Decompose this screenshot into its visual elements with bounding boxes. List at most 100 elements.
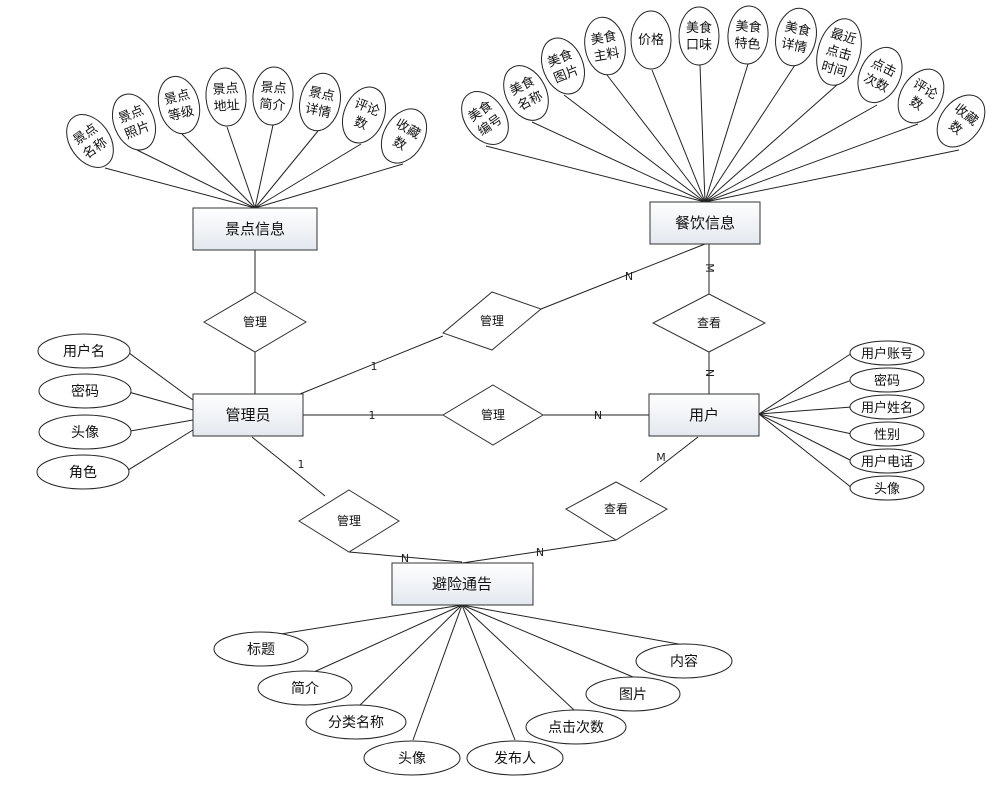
svg-text:美食: 美食 [735,18,762,36]
attr-user-phone: 用户电话 [849,448,925,474]
attr-notice-clicks: 点击次数 [525,709,627,745]
card-admin-user-1: 1 [369,409,376,422]
card-admin-notice-1: 1 [298,458,305,471]
attr-admin-role: 角色 [36,454,130,490]
svg-text:景点: 景点 [307,85,336,105]
svg-text:详情: 详情 [780,36,809,56]
svg-text:用户账号: 用户账号 [861,346,913,362]
attr-user-account: 用户账号 [849,340,925,366]
svg-text:标题: 标题 [247,642,275,658]
entity-user-label: 用户 [689,406,719,424]
svg-text:简介: 简介 [259,96,286,114]
attr-food-clicks: 点击 次数 [857,46,903,104]
svg-text:美食: 美食 [783,19,812,40]
entity-notice: 避险通告 [391,562,534,606]
svg-text:数: 数 [390,134,409,153]
card-admin-food-n: N [625,270,633,283]
svg-text:地址: 地址 [213,98,240,115]
svg-text:密码: 密码 [874,373,900,389]
attr-food-name: 美食 名称 [503,65,549,121]
entity-scenic: 景点信息 [192,207,318,251]
svg-text:图片: 图片 [619,687,647,703]
relation-admin-user-label: 管理 [481,407,505,422]
svg-text:简介: 简介 [291,680,319,697]
svg-text:内容: 内容 [670,653,698,670]
attr-scenic-level: 景点 等级 [157,75,201,135]
relation-admin-notice-label: 管理 [337,513,361,528]
svg-text:景点: 景点 [163,87,192,108]
svg-text:等级: 等级 [167,103,196,125]
svg-text:用户名: 用户名 [63,343,105,360]
card-admin-food-1: 1 [371,360,378,373]
card-user-notice-n: N [536,546,544,559]
relation-user-food: 查看 [651,293,767,353]
relation-user-food-label: 查看 [697,316,721,330]
attr-food-ingredient: 美食 主料 [584,16,626,76]
relation-admin-notice: 管理 [298,489,400,553]
relation-admin-food-label: 管理 [480,313,504,328]
attr-scenic-detail: 景点 详情 [299,72,341,132]
attr-food-id: 美食 编号 [461,91,509,145]
card-food-user-m: M [703,263,716,273]
entity-user: 用户 [648,393,760,437]
attr-user-avatar: 头像 [849,475,925,501]
svg-text:用户电话: 用户电话 [861,454,913,470]
svg-text:分类名称: 分类名称 [328,715,384,731]
svg-text:性别: 性别 [874,428,900,443]
attr-notice-intro: 简介 [257,670,353,706]
attr-notice-category: 分类名称 [305,704,407,740]
svg-text:用户姓名: 用户姓名 [861,400,913,416]
attr-admin-avatar: 头像 [38,414,132,450]
svg-text:口味: 口味 [686,38,712,53]
entity-scenic-label: 景点信息 [225,220,285,238]
relation-user-notice: 查看 [565,481,669,541]
relation-admin-scenic-label: 管理 [243,314,267,329]
attr-food-comments: 评论 数 [897,68,945,124]
attr-scenic-favorites: 收藏 数 [380,108,428,164]
svg-text:主料: 主料 [593,46,621,65]
attr-scenic-comments: 评论 数 [342,86,386,144]
svg-text:头像: 头像 [398,751,426,767]
svg-text:美食: 美食 [589,28,617,48]
attr-user-gender: 性别 [849,421,925,447]
svg-text:最近: 最近 [829,26,858,48]
attr-notice-image: 图片 [585,676,681,712]
attr-food-favorites: 收藏 数 [936,94,986,148]
relation-user-notice-label: 查看 [604,502,628,516]
svg-text:详情: 详情 [304,101,333,121]
svg-text:头像: 头像 [71,425,99,441]
attr-admin-username: 用户名 [37,333,131,369]
attr-notice-publisher: 发布人 [466,740,564,776]
card-admin-user-n: N [594,409,602,422]
svg-text:密码: 密码 [71,383,99,400]
entity-admin-label: 管理员 [225,406,270,424]
relation-admin-user: 管理 [442,384,544,446]
attr-notice-avatar: 头像 [363,740,461,776]
svg-text:角色: 角色 [69,464,97,481]
svg-text:景点: 景点 [260,80,287,97]
attr-user-password: 密码 [849,367,925,393]
svg-text:景点: 景点 [212,81,239,98]
entity-food: 餐饮信息 [649,201,761,245]
attr-scenic-photo: 景点 照片 [112,93,156,151]
attr-food-taste: 美食 口味 [678,6,720,66]
svg-text:美食: 美食 [686,20,712,36]
connector-lines [104,63,960,741]
attr-notice-title: 标题 [213,631,309,667]
attr-admin-password: 密码 [38,373,132,409]
relation-admin-scenic: 管理 [203,291,307,353]
svg-text:点击: 点击 [824,43,853,65]
attr-food-feature: 美食 特色 [727,5,769,65]
card-food-user-n: N [703,369,716,377]
attr-food-last-click: 最近 点击 时间 [816,18,862,86]
svg-text:头像: 头像 [874,482,900,497]
attr-scenic-name: 景点 名称 [66,114,114,168]
svg-text:点击次数: 点击次数 [548,720,604,736]
card-admin-notice-n: N [401,552,409,565]
attr-notice-content: 内容 [635,643,733,679]
entity-food-label: 餐饮信息 [675,214,735,232]
attr-food-price: 价格 [630,10,672,70]
card-user-notice-m: M [656,451,666,464]
attr-user-realname: 用户姓名 [849,394,925,420]
